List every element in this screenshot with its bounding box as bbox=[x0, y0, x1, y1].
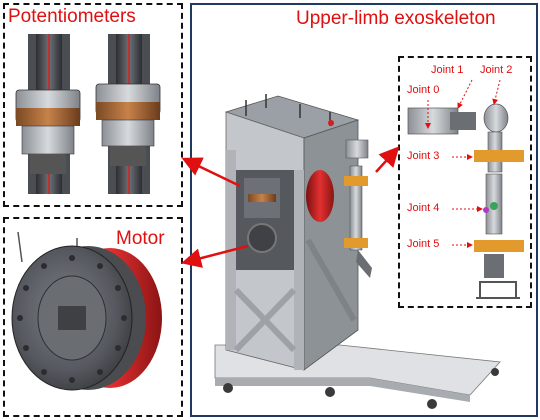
joint-1-label: Joint 1 bbox=[431, 64, 464, 76]
motor-rendering bbox=[11, 231, 162, 391]
joint-arrows bbox=[425, 79, 501, 248]
callout-arrows bbox=[181, 146, 400, 268]
joint-1-arrow bbox=[457, 79, 473, 109]
arm-detail-rendering bbox=[407, 103, 524, 299]
motor-callout-arrow bbox=[181, 244, 249, 268]
potentiometers-callout-arrow bbox=[181, 157, 241, 188]
joint-3-label: Joint 3 bbox=[407, 150, 440, 162]
joint-5-label: Joint 5 bbox=[407, 238, 440, 250]
joints-detail-panel bbox=[398, 56, 532, 308]
exoskeleton-callout-arrow bbox=[375, 146, 400, 173]
joint-0-label: Joint 0 bbox=[407, 84, 440, 96]
potentiometer-rendering bbox=[15, 34, 161, 194]
joint-4-label: Joint 4 bbox=[407, 202, 440, 214]
motor-panel bbox=[3, 217, 183, 417]
potentiometers-panel bbox=[3, 3, 183, 207]
potentiometers-title: Potentiometers bbox=[8, 6, 136, 27]
joint-2-label: Joint 2 bbox=[480, 64, 513, 76]
exoskeleton-panel bbox=[190, 3, 538, 417]
joint-2-arrow bbox=[492, 79, 501, 105]
exoskeleton-title: Upper-limb exoskeleton bbox=[296, 8, 496, 29]
exoskeleton-rendering bbox=[214, 94, 501, 409]
motor-title: Motor bbox=[116, 228, 165, 249]
